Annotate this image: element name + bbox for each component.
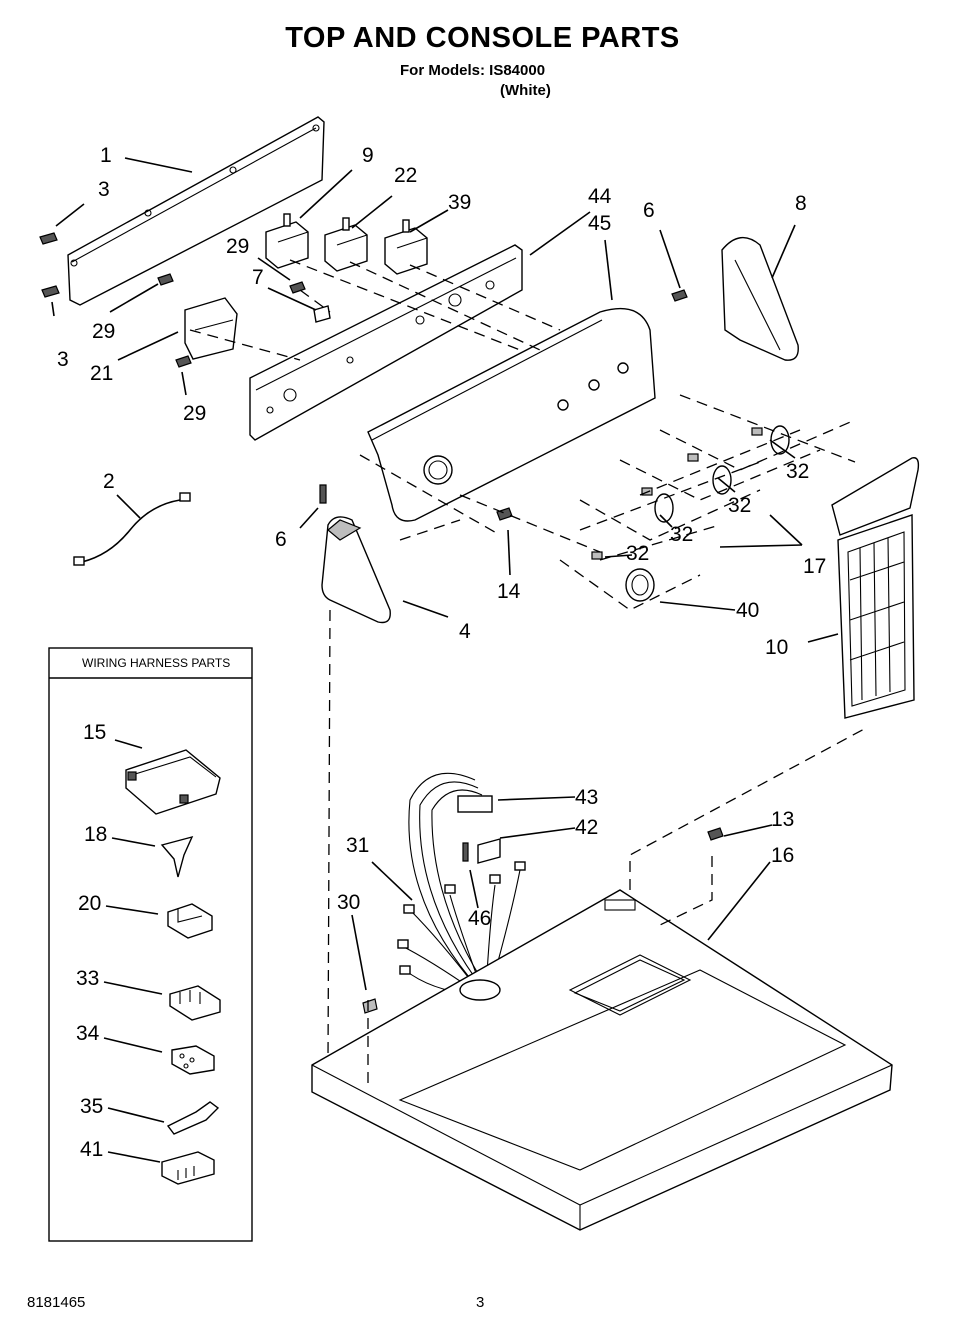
callout-labels: 1 3 3 9 22 39 44 45 6 8 29 7 29 21 29 2 … xyxy=(57,144,826,930)
wiring-item-33: 33 xyxy=(76,967,99,990)
callout-46: 46 xyxy=(468,907,491,930)
leader-lines xyxy=(51,157,839,991)
wiring-item-41: 41 xyxy=(80,1138,103,1161)
callout-2: 2 xyxy=(103,470,115,493)
callout-9: 9 xyxy=(362,144,374,167)
wire-part-2 xyxy=(73,492,191,566)
callout-1: 1 xyxy=(100,144,112,167)
screw-part-13 xyxy=(707,827,724,841)
callout-31: 31 xyxy=(346,834,369,857)
dashed-assembly-lines xyxy=(189,259,867,1085)
page-title: TOP AND CONSOLE PARTS xyxy=(285,22,680,54)
switch-part-39 xyxy=(384,219,428,275)
wiring-item-18: 18 xyxy=(84,823,107,846)
knobs-part-32 xyxy=(591,425,790,560)
switch-part-9 xyxy=(265,213,309,269)
screws-part-3 xyxy=(39,232,60,298)
callout-6-top: 6 xyxy=(643,199,655,222)
callout-22: 22 xyxy=(394,164,417,187)
callout-39: 39 xyxy=(448,191,471,214)
wiring-box-title: WIRING HARNESS PARTS xyxy=(82,656,230,670)
callout-44: 44 xyxy=(588,185,612,208)
callout-45: 45 xyxy=(588,212,611,235)
screw-part-14 xyxy=(496,507,513,521)
timer-knob-part-40 xyxy=(625,568,655,602)
callout-3-bottom: 3 xyxy=(57,348,69,371)
small-part-7 xyxy=(313,305,331,323)
page-number: 3 xyxy=(476,1294,485,1311)
callout-4: 4 xyxy=(459,620,471,643)
endcap-part-4 xyxy=(321,516,391,624)
callout-32-d: 32 xyxy=(626,542,649,565)
callout-8: 8 xyxy=(795,192,807,215)
console-part-45 xyxy=(367,307,656,522)
callout-32-c: 32 xyxy=(670,523,693,546)
callout-7: 7 xyxy=(252,266,264,289)
lint-screen-part-10 xyxy=(831,457,920,719)
callout-30: 30 xyxy=(337,891,360,914)
callout-29-b: 29 xyxy=(92,320,115,343)
callout-10: 10 xyxy=(765,636,788,659)
timer-part-21 xyxy=(184,297,238,360)
callout-16: 16 xyxy=(771,844,794,867)
control-panel-bracket xyxy=(249,244,523,441)
callout-21: 21 xyxy=(90,362,113,385)
screw-part-6-rear xyxy=(671,289,688,302)
color-line: (White) xyxy=(500,82,551,99)
callout-42: 42 xyxy=(575,816,598,839)
callout-6-bottom: 6 xyxy=(275,528,287,551)
callout-14: 14 xyxy=(497,580,521,603)
callout-32-b: 32 xyxy=(728,494,751,517)
top-panel-part-16 xyxy=(311,889,893,1231)
callout-3-top: 3 xyxy=(98,178,110,201)
wiring-item-20: 20 xyxy=(78,892,101,915)
callout-17: 17 xyxy=(803,555,826,578)
callout-29-a: 29 xyxy=(226,235,249,258)
bracket-part-8 xyxy=(721,237,799,361)
callout-32-a: 32 xyxy=(786,460,809,483)
wiring-harness-box: WIRING HARNESS PARTS 15 18 20 33 34 35 4… xyxy=(48,647,253,1242)
models-line: For Models: IS84000 xyxy=(400,62,546,79)
callout-43: 43 xyxy=(575,786,598,809)
callout-13: 13 xyxy=(771,808,794,831)
document-number: 8181465 xyxy=(27,1294,86,1311)
wiring-item-35: 35 xyxy=(80,1095,103,1118)
callout-29-c: 29 xyxy=(183,402,206,425)
callout-40: 40 xyxy=(736,599,759,622)
switch-part-22 xyxy=(324,217,368,272)
wiring-item-34: 34 xyxy=(76,1022,100,1045)
clip-part-30 xyxy=(362,998,378,1014)
bracket-part-1 xyxy=(67,116,325,306)
screw-part-6-front xyxy=(319,484,327,504)
wiring-item-15: 15 xyxy=(83,721,106,744)
